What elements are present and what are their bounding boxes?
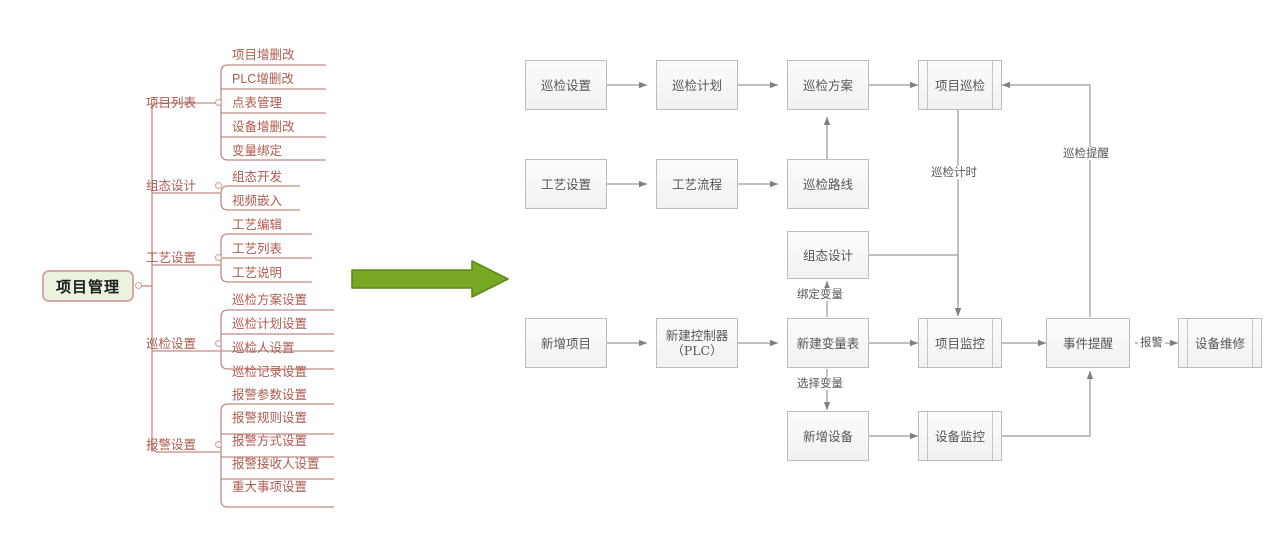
- leaf-label[interactable]: 报警规则设置: [232, 411, 308, 425]
- edge-label-inspection-timing: 巡检计时: [929, 165, 979, 179]
- flow-node-label: 巡检设置: [540, 77, 591, 93]
- flow-node-label: 项目巡检: [934, 77, 985, 93]
- branch-dot-project-list: [215, 99, 222, 106]
- flow-node-inspection-scheme[interactable]: 巡检方案: [787, 60, 869, 110]
- flow-node-inspection-route[interactable]: 巡检路线: [787, 159, 869, 209]
- flow-node-label: 巡检路线: [802, 176, 853, 192]
- branch-dot-hmi-design: [215, 182, 222, 189]
- branch-label-hmi-design[interactable]: 组态设计: [146, 179, 197, 193]
- mindmap-root-label: 项目管理: [55, 278, 120, 296]
- leaf-label[interactable]: 点表管理: [232, 96, 283, 110]
- flow-node-process-flow[interactable]: 工艺流程: [656, 159, 738, 209]
- flow-node-device-monitoring[interactable]: 设备监控: [918, 411, 1002, 461]
- flow-node-event-reminder[interactable]: 事件提醒: [1046, 318, 1130, 368]
- flow-node-new-project[interactable]: 新增项目: [525, 318, 607, 368]
- flow-node-label: 设备监控: [934, 428, 985, 444]
- flow-node-project-monitoring[interactable]: 项目监控: [918, 318, 1002, 368]
- flow-node-label: 项目监控: [934, 335, 985, 351]
- edge-label-select-variable: 选择变量: [795, 376, 845, 390]
- flow-node-project-inspection[interactable]: 项目巡检: [918, 60, 1002, 110]
- edge-label-bind-variable: 绑定变量: [795, 287, 845, 301]
- green-right-arrow-icon: [351, 260, 509, 298]
- flow-node-new-device[interactable]: 新增设备: [787, 411, 869, 461]
- flow-node-label: 巡检方案: [802, 77, 853, 93]
- flow-node-inspection-setting[interactable]: 巡检设置: [525, 60, 607, 110]
- branch-label-inspection[interactable]: 巡检设置: [146, 337, 197, 351]
- branch-label-project-list[interactable]: 项目列表: [146, 96, 197, 110]
- leaf-label[interactable]: 工艺编辑: [232, 218, 283, 232]
- flow-node-label: 新增项目: [540, 335, 591, 351]
- leaf-label[interactable]: 视频嵌入: [232, 194, 283, 208]
- flow-node-label: 工艺流程: [671, 176, 722, 192]
- leaf-label[interactable]: 工艺列表: [232, 242, 283, 256]
- branch-label-alarm[interactable]: 报警设置: [146, 438, 197, 452]
- branch-label-process-settings[interactable]: 工艺设置: [146, 251, 197, 265]
- flow-node-label: 事件提醒: [1062, 335, 1113, 351]
- leaf-label[interactable]: 工艺说明: [232, 266, 283, 280]
- branch-dot-alarm: [215, 441, 222, 448]
- flow-node-new-variable-table[interactable]: 新建变量表: [787, 318, 869, 368]
- branch-dot-process-settings: [215, 254, 222, 261]
- leaf-label[interactable]: PLC增删改: [232, 72, 294, 86]
- leaf-label[interactable]: 报警方式设置: [232, 434, 308, 448]
- leaf-label[interactable]: 巡检人设置: [232, 341, 295, 355]
- flow-node-label: 新建控制器 （PLC）: [665, 328, 729, 358]
- flow-node-hmi-design[interactable]: 组态设计: [787, 231, 869, 279]
- flow-node-label: 工艺设置: [540, 176, 591, 192]
- edge-label-inspection-reminder: 巡检提醒: [1061, 146, 1111, 160]
- leaf-label[interactable]: 组态开发: [232, 170, 283, 184]
- edge-label-alarm: 报警: [1138, 335, 1165, 349]
- flow-node-label: 组态设计: [802, 247, 853, 263]
- flow-node-inspection-plan[interactable]: 巡检计划: [656, 60, 738, 110]
- leaf-label[interactable]: 巡检记录设置: [232, 365, 308, 379]
- flow-node-label: 新增设备: [802, 428, 853, 444]
- branch-dot-inspection: [215, 340, 222, 347]
- flow-node-label: 设备维修: [1194, 335, 1245, 351]
- flow-node-new-controller-plc[interactable]: 新建控制器 （PLC）: [656, 318, 738, 368]
- leaf-label[interactable]: 重大事项设置: [232, 480, 308, 494]
- leaf-label[interactable]: 变量绑定: [232, 144, 283, 158]
- leaf-label[interactable]: 巡检计划设置: [232, 317, 308, 331]
- leaf-label[interactable]: 设备增删改: [232, 120, 295, 134]
- leaf-label[interactable]: 报警参数设置: [232, 388, 308, 402]
- leaf-label[interactable]: 项目增删改: [232, 48, 295, 62]
- flow-node-label: 新建变量表: [796, 335, 860, 351]
- root-connector-dot: [135, 282, 142, 289]
- leaf-label[interactable]: 报警接收人设置: [232, 457, 320, 471]
- flow-node-device-maintenance[interactable]: 设备维修: [1178, 318, 1262, 368]
- mindmap-root-node[interactable]: 项目管理: [42, 270, 134, 302]
- leaf-label[interactable]: 巡检方案设置: [232, 293, 308, 307]
- flow-node-label: 巡检计划: [671, 77, 722, 93]
- flow-node-process-setting[interactable]: 工艺设置: [525, 159, 607, 209]
